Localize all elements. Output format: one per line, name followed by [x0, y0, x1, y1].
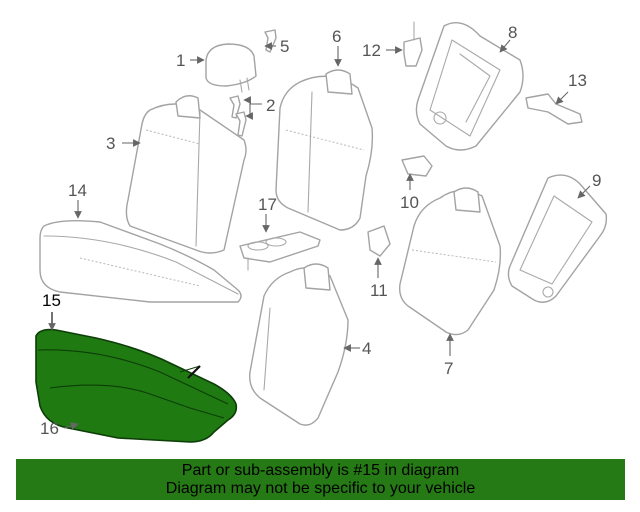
callout-16: 16 [40, 419, 59, 438]
callout-15: 15 [42, 291, 61, 310]
callout-14: 14 [68, 181, 87, 200]
part-11-bracket[interactable] [367, 225, 391, 257]
part-10-cover[interactable] [401, 155, 433, 177]
banner-line-1: Part or sub-assembly is #15 in diagram [181, 462, 460, 479]
callout-labels: 1 2 3 4 5 6 7 8 9 10 11 12 13 14 15 16 1… [40, 23, 601, 438]
callout-12: 12 [362, 41, 381, 60]
callout-7: 7 [444, 359, 453, 378]
part-6-seatback-center[interactable] [275, 69, 374, 231]
part-1-headrest[interactable] [205, 43, 257, 93]
callout-8: 8 [508, 23, 517, 42]
part-5-guide[interactable] [264, 29, 277, 53]
callout-9: 9 [592, 171, 601, 190]
callout-6: 6 [332, 27, 341, 46]
part-3-seatback-left[interactable] [125, 95, 247, 254]
callout-13: 13 [568, 71, 587, 90]
callout-2: 2 [266, 96, 275, 115]
callout-11: 11 [370, 281, 388, 300]
callout-4: 4 [362, 339, 371, 358]
callout-5: 5 [280, 37, 289, 56]
part-12-hook[interactable] [403, 21, 423, 67]
part-4-seatback-lower[interactable] [249, 263, 349, 426]
info-banner: Part or sub-assembly is #15 in diagram D… [16, 459, 625, 500]
banner-line-2: Diagram may not be specific to your vehi… [165, 480, 476, 497]
part-2-guides[interactable] [229, 95, 247, 137]
part-13-bracket[interactable] [525, 93, 583, 125]
part-7-seatback-right[interactable] [398, 187, 502, 336]
part-15-cushion-pad-highlighted[interactable] [35, 328, 238, 443]
part-14-cushion-cover[interactable] [39, 219, 242, 303]
part-8-frame[interactable] [415, 22, 524, 151]
part-17-armrest[interactable] [239, 231, 321, 271]
part-9-frame[interactable] [507, 174, 608, 303]
callout-lines [48, 39, 591, 430]
callout-10: 10 [400, 193, 419, 212]
callout-3: 3 [106, 134, 115, 153]
callout-17: 17 [258, 195, 277, 214]
callout-1: 1 [176, 51, 185, 70]
